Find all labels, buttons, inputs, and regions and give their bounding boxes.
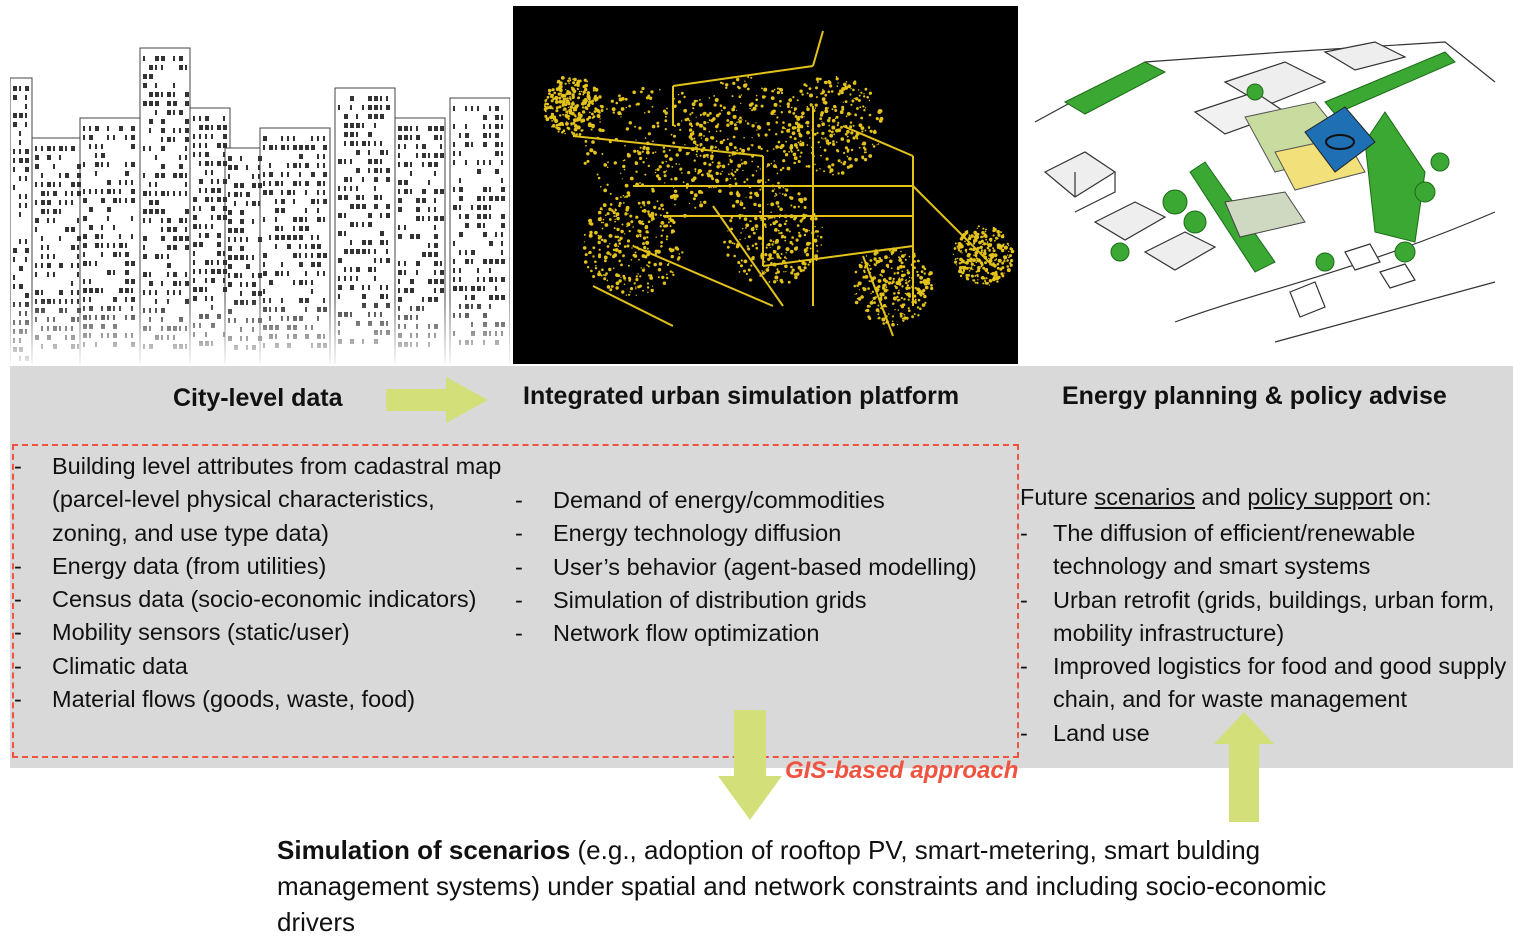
platform-list: Demand of energy/commodities Energy tech… [515, 484, 1015, 651]
heading-simulation-platform: Integrated urban simulation platform [523, 382, 960, 410]
list-item: Energy data (from utilities) [14, 550, 514, 584]
network-map-illustration [513, 6, 1018, 364]
bottom-rest: (e.g., adoption of rooftop PV, smart-met… [277, 835, 1327, 937]
heading-city-level-data: City-level data [173, 384, 343, 412]
list-item: Climatic data [14, 650, 514, 684]
list-item: Building level attributes from cadastral… [14, 450, 514, 550]
band-notch [1012, 768, 1020, 774]
simulation-scenarios-text: Simulation of scenarios (e.g., adoption … [277, 832, 1377, 940]
intro-suffix: on: [1392, 484, 1432, 510]
policy-intro: Future scenarios and policy support on: [1020, 484, 1432, 511]
list-item: Material flows (goods, waste, food) [14, 683, 514, 717]
policy-list: The diffusion of efficient/renewable tec… [1020, 517, 1513, 750]
intro-policy-support: policy support [1247, 484, 1393, 510]
list-item: The diffusion of efficient/renewable tec… [1020, 517, 1513, 584]
arrow-right-icon [386, 377, 488, 423]
list-item: Improved logistics for food and good sup… [1020, 650, 1513, 717]
arrow-down-icon [718, 710, 782, 820]
list-item: User’s behavior (agent-based modelling) [515, 551, 1015, 585]
list-item: Simulation of distribution grids [515, 584, 1015, 618]
list-item: Energy technology diffusion [515, 517, 1015, 551]
list-item: Land use [1020, 717, 1513, 751]
intro-prefix: Future [1020, 484, 1095, 510]
gis-dashed-box [12, 444, 1019, 758]
city-buildings-illustration [10, 28, 510, 364]
list-item: Census data (socio-economic indicators) [14, 583, 514, 617]
list-item: Network flow optimization [515, 617, 1015, 651]
intro-and: and [1195, 484, 1248, 510]
arrow-up-icon [1214, 712, 1274, 822]
intro-scenarios: scenarios [1094, 484, 1196, 510]
heading-energy-planning: Energy planning & policy advise [1062, 382, 1447, 410]
city-data-list: Building level attributes from cadastral… [14, 450, 514, 717]
bottom-bold: Simulation of scenarios [277, 835, 571, 865]
gis-label: GIS-based approach [785, 757, 1019, 784]
list-item: Demand of energy/commodities [515, 484, 1015, 518]
list-item: Mobility sensors (static/user) [14, 616, 514, 650]
list-item: Urban retrofit (grids, buildings, urban … [1020, 584, 1513, 651]
urban-district-sketch [1025, 22, 1513, 364]
